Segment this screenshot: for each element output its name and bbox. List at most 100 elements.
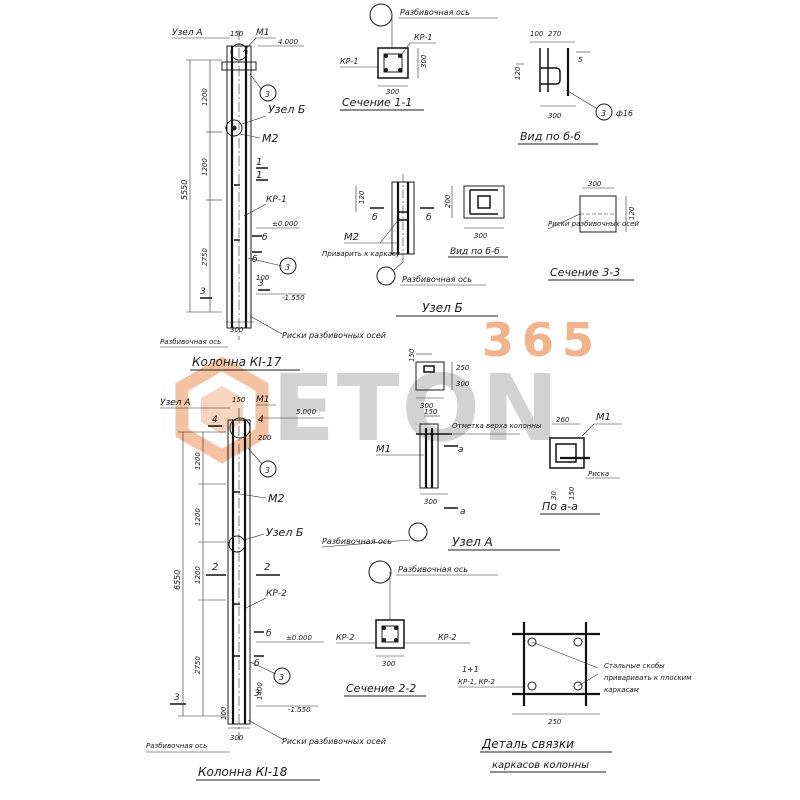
view-a-a-d2: 150 (568, 486, 576, 500)
column-ki17-m2-label: М2 (262, 132, 279, 145)
section-2-2-axis: Разбивочная ось (398, 565, 468, 574)
view-a-a-outline (549, 437, 585, 469)
detail-link-bar-4 (573, 681, 583, 691)
view-b-b-d3: 300 (548, 112, 562, 120)
column-ki17-section-mark-a: 1 (256, 157, 262, 168)
column-ki17-seg1: 1200 (201, 88, 209, 106)
svg-text:150: 150 (424, 408, 438, 416)
section-1-1-h: 300 (420, 54, 428, 68)
detail-link-bar-1 (527, 637, 537, 647)
section-3-3-w: 300 (588, 180, 602, 188)
column-ki18-m1-label: М1 (256, 395, 270, 405)
node-b-m2: М2 (344, 232, 359, 243)
view-b-s-outline (463, 185, 505, 219)
detail-link-title: Деталь связки (481, 737, 574, 751)
svg-text:3: 3 (285, 263, 290, 272)
node-b-axis: Разбивочная ось (402, 275, 472, 284)
node-b-b-mark: б (372, 213, 378, 223)
column-ki17-label-3: 3 (200, 287, 206, 297)
view-a-a: 260 М1 Риска 30 150 По а-а (540, 412, 622, 515)
column-ki17-node-a-marker (230, 43, 248, 61)
node-a-plan-outline (415, 361, 445, 391)
column-ki17-title: Колонна КI-17 (192, 355, 282, 369)
column-ki18-top-width: 150 (232, 396, 246, 404)
view-b-s-h: 200 (444, 194, 452, 208)
column-ki17-zero-mark: ±0.000 (272, 220, 298, 228)
column-ki17: Узел А 150 М1 4.000 3 Узел Б М2 1 1 КР-1… (160, 28, 386, 371)
svg-text:б: б (254, 659, 260, 669)
column-ki18-top-mark: 5.000 (296, 408, 317, 416)
column-ki17-seg2: 1200 (201, 158, 209, 176)
node-a-axis: Разбивочная ось (322, 537, 392, 546)
column-ki18-total-height: 6550 (173, 570, 182, 590)
column-ki18-section-mark-a: 2 (212, 562, 218, 573)
section-1-1: Разбивочная ось КР-1 КР-1 300 300 Сечени… (340, 3, 498, 111)
section-2-2-kp-right: КР-2 (438, 633, 456, 642)
column-ki17-bottom-width: 300 (230, 326, 244, 334)
section-3-3-risk: Риски разбивочных осей (548, 220, 639, 228)
detail-link-ref2: КР-1, КР-2 (458, 678, 495, 686)
watermark-word: ETON (272, 355, 561, 462)
node-b-weld-note: Приварить к каркасу (322, 250, 401, 258)
column-ki17-total-height: 5550 (180, 180, 189, 200)
detail-link: Стальные скобы приваривать к плоским кар… (458, 622, 692, 773)
view-b-s-w: 300 (474, 232, 488, 240)
node-b-axis-marker (376, 266, 396, 286)
svg-text:3: 3 (601, 109, 606, 118)
node-a-title: Узел А (452, 535, 493, 549)
node-a-detail: 150 250 300 300 150 Отметка верха колонн… (321, 348, 560, 551)
column-ki17-dim-100: 100 (256, 274, 270, 282)
node-a-top-150: 150 (408, 348, 416, 362)
view-b-s: 200 300 Вид по б-б (444, 185, 508, 258)
view-a-a-w: 260 (556, 416, 570, 424)
section-1-1-outline (377, 47, 409, 79)
node-a-w300a: 300 (420, 402, 434, 410)
node-a-elev-column (419, 423, 439, 489)
svg-text:б: б (252, 255, 258, 265)
column-ki18-label-4: 4 (212, 415, 218, 425)
view-b-b-callout (595, 103, 613, 121)
detail-link-note3: каркасам (604, 686, 640, 694)
column-ki18-node-a-label: Узел А (160, 398, 191, 408)
watermark-number: 365 (482, 313, 602, 367)
svg-text:4: 4 (258, 415, 264, 425)
column-ki18-bottom-mark: -1.550 (288, 706, 311, 714)
column-ki17-callout-low (279, 257, 297, 275)
column-ki18-seg1: 1200 (194, 452, 202, 470)
view-b-s-title: Вид по б-б (450, 247, 500, 257)
node-b-detail: б б 120 М2 Приварить к каркасу Разбивочн… (322, 174, 498, 317)
detail-link-note1: Стальные скобы (604, 662, 665, 670)
column-ki17-node-b-marker (225, 119, 243, 137)
column-ki17-risk-label: Риски разбивочных осей (282, 331, 386, 340)
column-ki18-node-a-marker (229, 417, 251, 439)
view-a-a-m1: М1 (596, 412, 611, 423)
column-ki18-seg4: 2750 (194, 656, 202, 674)
section-2-2-outline (375, 619, 405, 649)
column-ki17-top-mark: 4.000 (278, 38, 299, 46)
detail-link-ref: 1+1 (462, 665, 479, 674)
section-2-2: Разбивочная ось КР-2 КР-2 300 Сечение 2-… (336, 560, 498, 697)
column-ki17-section-mark-b: 1 (256, 170, 262, 181)
column-ki18-axis-label: Разбивочная ось (146, 742, 207, 750)
column-ki18: Узел А 150 М1 5.000 4 4 200 3 М2 Узел Б … (146, 395, 386, 781)
detail-link-w: 250 (548, 718, 562, 726)
svg-text:а: а (460, 507, 466, 517)
svg-text:3: 3 (254, 689, 260, 699)
column-ki17-node-b-label: Узел Б (268, 103, 305, 116)
view-b-b-d5: 5 (578, 56, 583, 64)
detail-link-subtitle: каркасов колонны (492, 760, 589, 771)
watermark: 365 ETON (175, 313, 602, 464)
view-b-b-d2: 270 (548, 30, 562, 38)
section-3-3-title: Сечение 3-3 (550, 266, 620, 279)
view-b-b-d4: 120 (514, 66, 522, 80)
node-a-dim-0: 250 (456, 364, 470, 372)
svg-text:3: 3 (265, 466, 270, 475)
svg-text:3: 3 (258, 279, 264, 289)
section-1-1-axis-marker (369, 3, 393, 27)
column-ki18-bottom-width: 300 (230, 734, 244, 742)
section-1-1-title: Сечение 1-1 (342, 96, 412, 109)
column-ki18-dim-200: 200 (258, 434, 272, 442)
column-ki18-dim-1400: 1400 (256, 682, 264, 700)
node-a-m1: М1 (376, 444, 391, 455)
